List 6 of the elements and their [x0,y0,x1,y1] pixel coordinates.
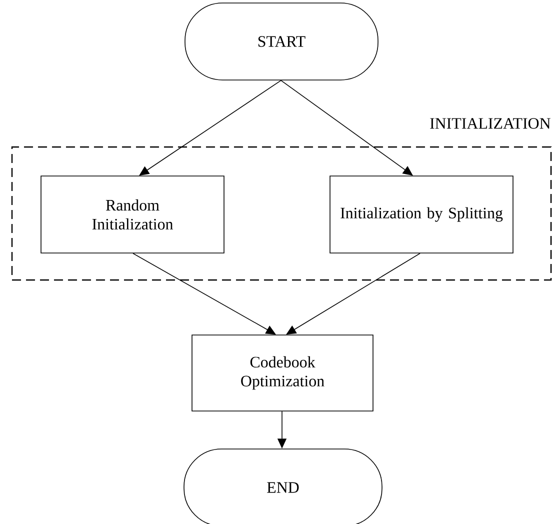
process-box: Initialization by Splitting [330,176,514,254]
node-label: INITIALIZATION [430,118,550,129]
process-box: Random Initialization [40,176,224,254]
process-box: Codebook Optimization [192,334,374,412]
terminal-box: START [184,2,378,80]
terminal-box: END [184,448,382,524]
